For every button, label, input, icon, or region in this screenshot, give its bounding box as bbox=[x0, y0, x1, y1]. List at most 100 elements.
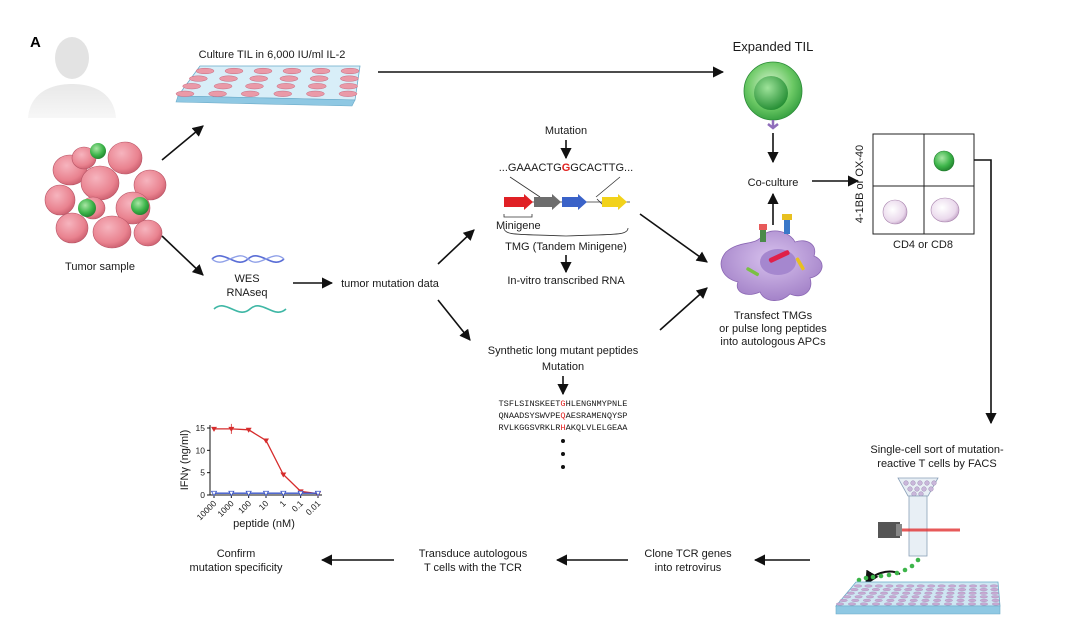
sorter-cell bbox=[931, 480, 937, 486]
sort-well bbox=[896, 602, 904, 606]
sort-well bbox=[921, 598, 930, 602]
culture-well bbox=[240, 90, 260, 97]
sort-well bbox=[944, 602, 952, 606]
culture-well bbox=[245, 83, 264, 90]
sorter-cell bbox=[914, 486, 920, 492]
sort-well bbox=[850, 588, 859, 592]
sort-well bbox=[877, 595, 886, 599]
sort-well bbox=[886, 598, 895, 602]
chart-point bbox=[262, 490, 270, 497]
sort-well bbox=[945, 595, 954, 599]
tumor-sample-label: Tumor sample bbox=[65, 261, 135, 273]
sort-droplet bbox=[915, 557, 921, 563]
expanded-til-cell-icon bbox=[743, 61, 803, 130]
sort-well bbox=[992, 602, 1000, 606]
sort-well bbox=[925, 588, 934, 592]
sort-well bbox=[937, 584, 946, 588]
chart-point bbox=[280, 472, 287, 478]
sort-droplet bbox=[902, 567, 908, 573]
transfect-label-line1: Transfect TMGs bbox=[734, 310, 813, 322]
slp-label: Synthetic long mutant peptides bbox=[488, 345, 639, 357]
sorter-cell bbox=[924, 480, 930, 486]
coculture-label: Co-culture bbox=[748, 177, 799, 189]
sort-well bbox=[968, 602, 976, 606]
peptide-mutation: G bbox=[560, 399, 565, 409]
sort-well bbox=[900, 595, 909, 599]
panel-label: A bbox=[30, 34, 41, 51]
chart-x-tick-label: 100 bbox=[236, 498, 253, 515]
chart-point bbox=[245, 490, 252, 497]
sort-well bbox=[990, 588, 999, 592]
expanded-til-label: Expanded TIL bbox=[733, 39, 814, 54]
sort-well bbox=[895, 584, 904, 588]
minigene-label: Minigene bbox=[496, 220, 541, 232]
minigene-arrows-icon bbox=[504, 194, 630, 210]
sort-well bbox=[839, 598, 848, 602]
chart-point bbox=[297, 490, 304, 497]
sort-plate-icon bbox=[835, 581, 1001, 615]
culture-well bbox=[273, 90, 293, 97]
peptide-pre: RVLKGGSVRKLR bbox=[499, 423, 561, 433]
sort-well bbox=[991, 598, 1000, 602]
sort-well bbox=[957, 595, 965, 599]
culture-well bbox=[279, 75, 299, 82]
sort-well bbox=[927, 584, 936, 588]
guide-line-left bbox=[509, 176, 541, 198]
sort-well bbox=[944, 598, 953, 602]
sort-well bbox=[969, 584, 978, 588]
transfect-label-line3: into autologous APCs bbox=[720, 336, 826, 348]
chart-point bbox=[280, 490, 287, 497]
sort-well bbox=[979, 588, 988, 592]
culture-well bbox=[340, 75, 359, 82]
sort-well bbox=[874, 584, 883, 588]
sort-well bbox=[866, 595, 874, 599]
transduce-label-line2: T cells with the TCR bbox=[424, 562, 522, 574]
sort-well bbox=[893, 588, 902, 592]
sort-well bbox=[915, 588, 923, 592]
culture-well bbox=[276, 83, 296, 90]
chart-x-tick-label: 0.01 bbox=[304, 498, 323, 517]
culture-well bbox=[282, 67, 302, 75]
sort-well bbox=[934, 595, 943, 599]
sort-well bbox=[874, 598, 883, 602]
sort-well bbox=[898, 598, 907, 602]
sort-well bbox=[906, 584, 915, 588]
sort-well bbox=[846, 591, 855, 595]
sort-well bbox=[911, 595, 920, 599]
sort-well bbox=[860, 602, 868, 606]
culture-well bbox=[253, 67, 273, 75]
peptide-post: AKQLVLELGEAA bbox=[566, 423, 629, 433]
apc-cell-icon bbox=[720, 214, 823, 301]
sort-well bbox=[908, 602, 916, 606]
sort-well bbox=[956, 598, 965, 602]
sort-well bbox=[863, 598, 871, 602]
sort-well bbox=[843, 595, 852, 599]
dna-seq-prefix: ...GAAACTG bbox=[499, 162, 562, 174]
mutation-top-label: Mutation bbox=[545, 125, 587, 137]
sort-well bbox=[851, 598, 860, 602]
sort-well bbox=[871, 588, 880, 592]
sort-well bbox=[884, 602, 892, 606]
sort-well bbox=[946, 591, 955, 595]
arrow-data-to-peptides bbox=[437, 299, 471, 341]
peptide-sequence: QNAADSYSWVPEQAESRAMENQYSP bbox=[499, 411, 628, 421]
rnaseq-label: RNAseq bbox=[227, 287, 268, 299]
sort-well bbox=[936, 588, 945, 592]
sort-well bbox=[880, 591, 888, 595]
minigene-bracket bbox=[503, 214, 533, 218]
sort-well bbox=[891, 591, 900, 595]
sorter-cell bbox=[917, 480, 923, 486]
peptide-sequence: RVLKGGSVRKLRHAKQLVLELGEAA bbox=[499, 423, 629, 433]
chart-point bbox=[210, 490, 218, 497]
sort-well bbox=[948, 584, 957, 588]
chart-x-tick-label: 0.1 bbox=[290, 498, 306, 514]
sorter-cell bbox=[907, 486, 913, 492]
facs-plot bbox=[872, 133, 975, 235]
sort-well bbox=[947, 588, 956, 592]
arrow-facs-to-sort bbox=[974, 159, 997, 425]
sort-well bbox=[913, 591, 922, 595]
clone-label-line2: into retrovirus bbox=[655, 562, 722, 574]
chart-point bbox=[245, 427, 252, 433]
sort-droplet bbox=[870, 574, 876, 580]
peptide-pre: QNAADSYSWVPE bbox=[499, 411, 561, 421]
